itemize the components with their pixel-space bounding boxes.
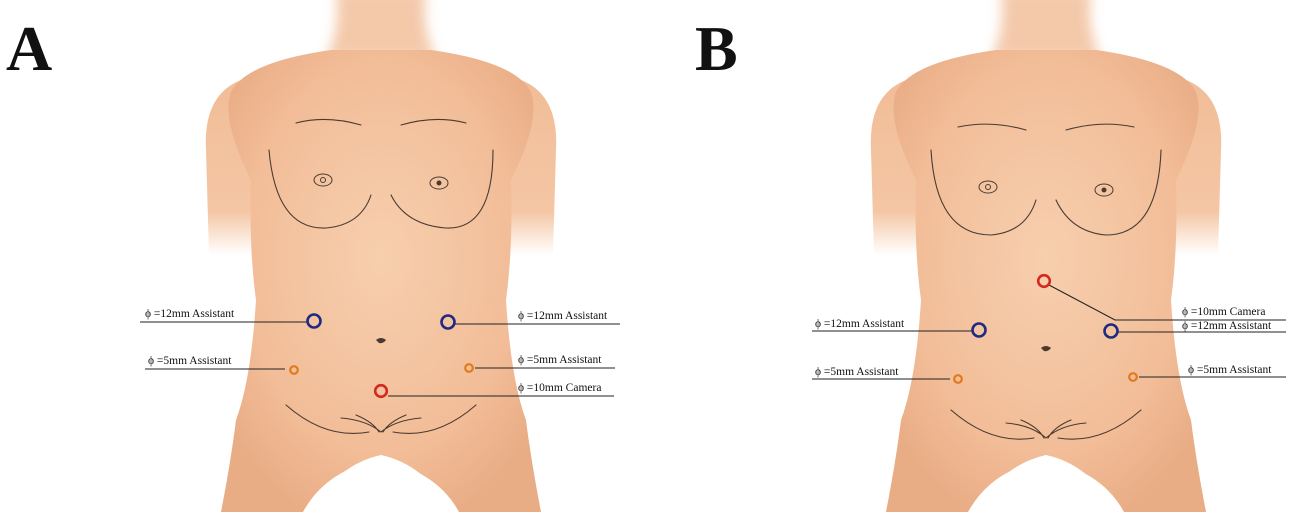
- panel-letter-b: B: [695, 13, 738, 84]
- port-label: ϕ =12mm Assistant: [1182, 320, 1272, 332]
- port-label: ϕ =10mm Camera: [518, 382, 601, 394]
- panel-letter-a: A: [6, 13, 52, 84]
- torso-a: [206, 0, 556, 512]
- port-label: ϕ =5mm Assistant: [1188, 364, 1272, 376]
- port-label: ϕ =5mm Assistant: [815, 366, 899, 378]
- torso-b: [871, 0, 1221, 512]
- port-label: ϕ =12mm Assistant: [145, 308, 235, 320]
- port-label: ϕ =12mm Assistant: [815, 318, 905, 330]
- port-label: ϕ =12mm Assistant: [518, 310, 608, 322]
- port-label: ϕ =5mm Assistant: [518, 354, 602, 366]
- panel-a: A ϕ =12mm Assistant: [6, 0, 620, 512]
- port-label: ϕ =5mm Assistant: [148, 355, 232, 367]
- port-label: ϕ =10mm Camera: [1182, 306, 1265, 318]
- panel-b: B ϕ =10mm Camera ϕ =12mm Assistant: [695, 0, 1286, 512]
